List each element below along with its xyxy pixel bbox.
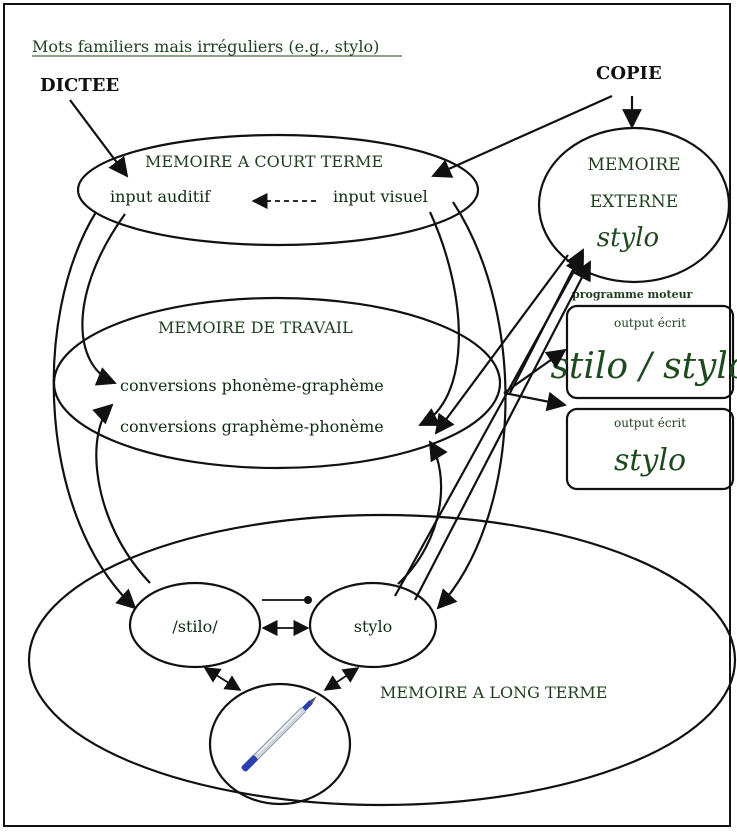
copie-label: COPIE bbox=[596, 63, 662, 84]
output-box-1 bbox=[565, 304, 735, 400]
external-memory-word: stylo bbox=[597, 223, 659, 253]
input-auditif-label: input auditif bbox=[110, 187, 211, 206]
diagram-frame bbox=[3, 3, 731, 827]
orthographic-form-label: stylo bbox=[354, 617, 392, 636]
arrow-orth-semantic bbox=[323, 667, 360, 691]
arrow-visual-to-gp bbox=[418, 211, 460, 426]
arrow-orth-to-working bbox=[397, 440, 448, 585]
input-visuel-label: input visuel bbox=[333, 187, 428, 206]
motor-program-label: programme moteur bbox=[572, 288, 693, 301]
arrow-phon-to-working bbox=[92, 403, 151, 584]
long-term-memory-ellipse bbox=[27, 513, 737, 807]
arrow-auditory-to-pg bbox=[81, 213, 126, 386]
output-box-2-word: stylo bbox=[614, 443, 686, 478]
arrow-external-to-working bbox=[434, 254, 569, 435]
arrow-auditory-to-lexicon bbox=[52, 211, 137, 610]
arrow-to-output-2 bbox=[503, 391, 567, 412]
output-box-1-word: stilo / stylo bbox=[550, 346, 737, 387]
arrow-dictee bbox=[69, 99, 129, 178]
arrow-working-to-external bbox=[509, 248, 584, 394]
dictee-label: DICTEE bbox=[40, 75, 119, 96]
external-memory-line1: MEMOIRE bbox=[587, 155, 680, 175]
orthographic-form-circle bbox=[308, 581, 438, 669]
external-memory-line2: EXTERNE bbox=[590, 192, 678, 212]
arrow-orth-to-external-2 bbox=[414, 260, 591, 601]
semantic-circle bbox=[208, 682, 352, 806]
output-box-2 bbox=[565, 407, 735, 491]
arrow-visual-to-lexicon bbox=[436, 201, 507, 610]
pg-conversion-label: conversions phonème-graphème bbox=[120, 376, 384, 395]
short-term-memory-ellipse bbox=[76, 133, 480, 247]
arrow-copie-visual bbox=[431, 94, 613, 178]
gp-conversion-label: conversions graphème-phonème bbox=[120, 417, 384, 436]
output-box-1-label: output écrit bbox=[614, 316, 686, 330]
pen-icon bbox=[241, 696, 317, 772]
link-phon-orth-dot bbox=[304, 596, 312, 604]
output-box-2-label: output écrit bbox=[614, 416, 686, 430]
arrow-phon-semantic bbox=[203, 667, 242, 691]
long-term-title: MEMOIRE A LONG TERME bbox=[380, 683, 607, 702]
phonological-form-label: /stilo/ bbox=[172, 617, 218, 636]
arrow-to-output-1 bbox=[503, 348, 567, 394]
diagram-title: Mots familiers mais irréguliers (e.g., s… bbox=[32, 37, 379, 56]
working-memory-title: MEMOIRE DE TRAVAIL bbox=[158, 318, 353, 337]
phonological-form-circle bbox=[128, 581, 262, 669]
short-term-title: MEMOIRE A COURT TERME bbox=[145, 152, 383, 171]
